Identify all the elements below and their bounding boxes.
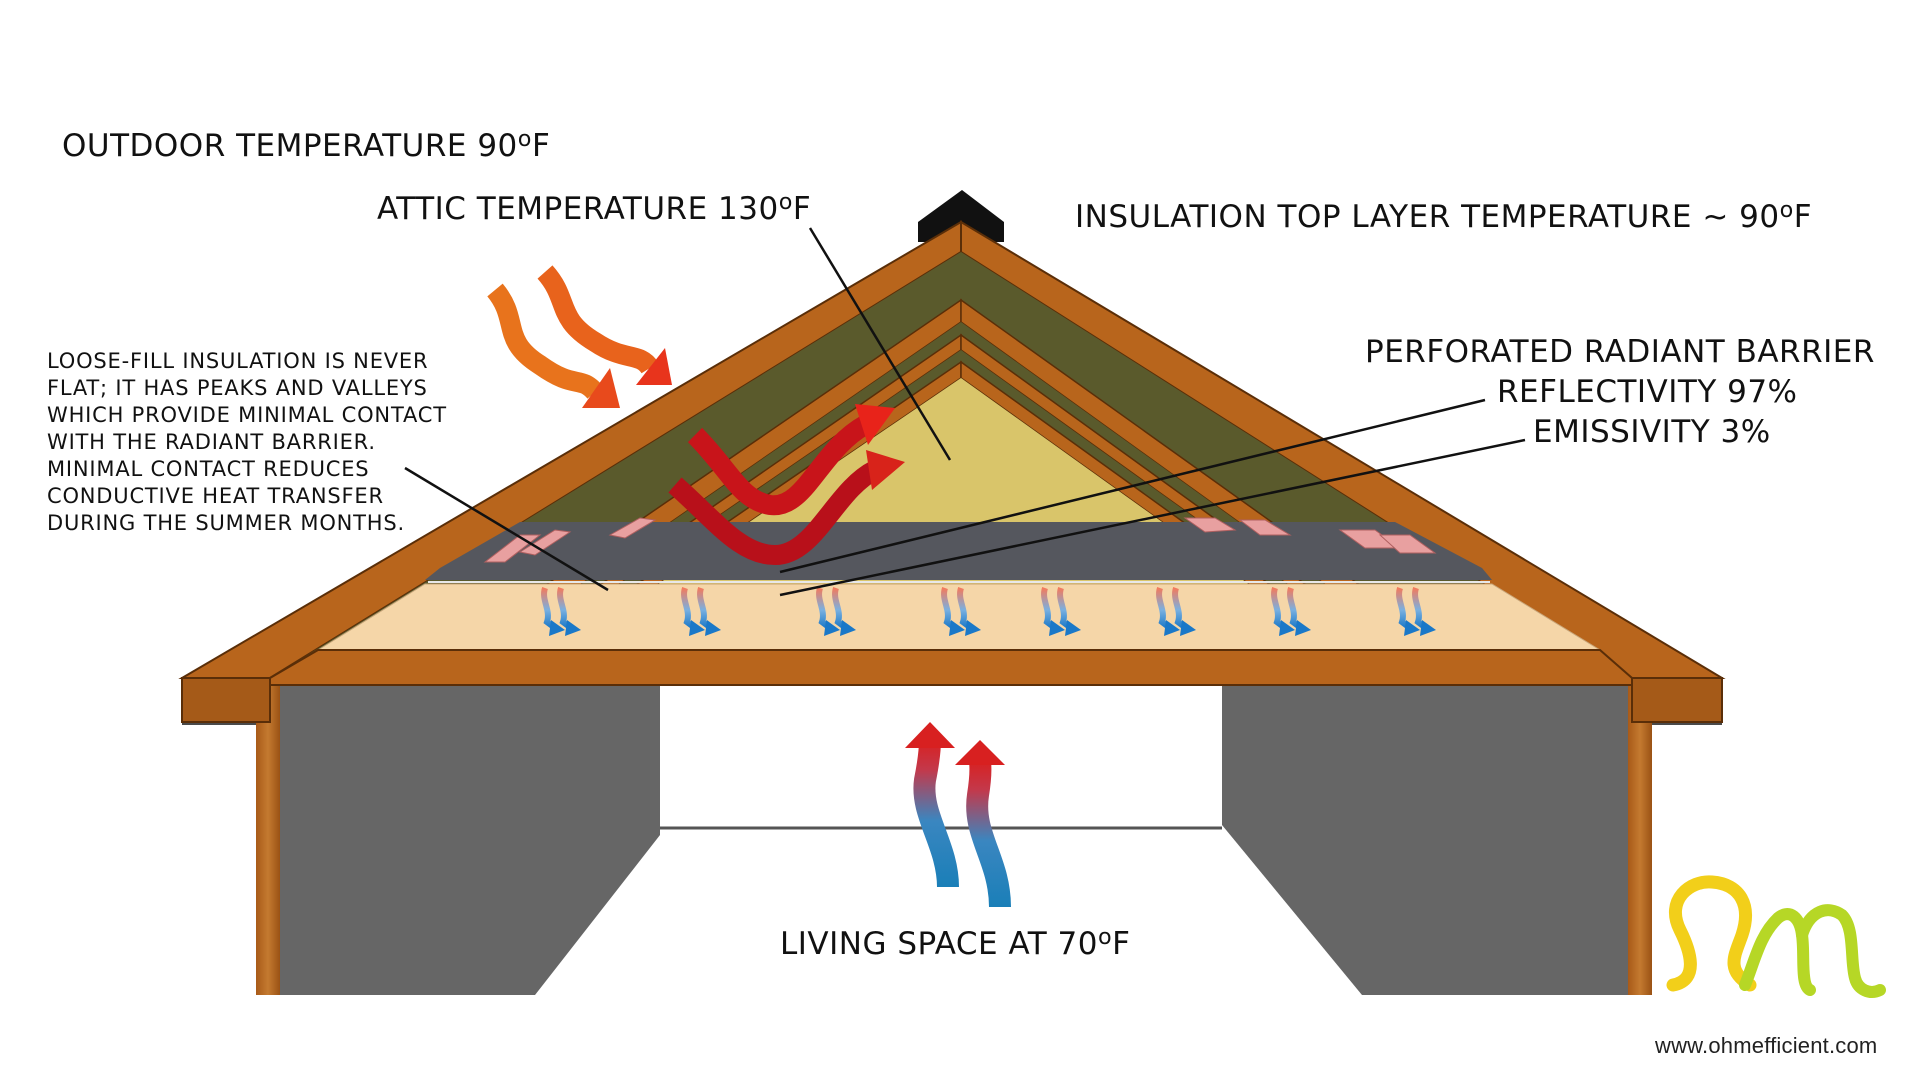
reflectivity-label: REFLECTIVITY 97% [1497, 374, 1798, 410]
leader-lines [404, 227, 1526, 597]
note-line: WHICH PROVIDE MINIMAL CONTACT [47, 403, 447, 427]
conduction-arrow [1396, 587, 1412, 631]
note-line: CONDUCTIVE HEAT TRANSFER [47, 484, 384, 508]
conduction-arrow-head [1180, 620, 1196, 636]
solar-heat-arrows [486, 265, 672, 408]
radiant-barrier-surface [440, 522, 1482, 568]
conduction-arrow [697, 587, 713, 631]
conduction-arrow-head [949, 620, 965, 636]
website-url[interactable]: www.ohmefficient.com [1655, 1033, 1878, 1058]
conduction-arrow [541, 587, 557, 631]
conduction-arrow-head [1404, 620, 1420, 636]
right-wall [1222, 678, 1632, 995]
right-wall-stud [1628, 678, 1652, 995]
conduction-arrow-head [965, 620, 981, 636]
attic-temperature-label: ATTIC TEMPERATURE 130oF [377, 188, 812, 227]
conduction-arrow-head [705, 620, 721, 636]
conduction-arrow-head [1049, 620, 1065, 636]
conduction-arrow-head [840, 620, 856, 636]
conduction-arrow-head [1065, 620, 1081, 636]
radiant-barrier-band [425, 568, 1492, 580]
note-line: MINIMAL CONTACT REDUCES [47, 457, 370, 481]
conduction-arrow [1041, 587, 1057, 631]
conduction-arrow [1172, 587, 1188, 631]
conduction-arrow-head [1279, 620, 1295, 636]
note-line: WITH THE RADIANT BARRIER. [47, 430, 376, 454]
conduction-arrow [957, 587, 973, 631]
conduction-arrow [1271, 587, 1287, 631]
living-space-label: LIVING SPACE AT 70oF [780, 923, 1131, 962]
radiant-barrier-title: PERFORATED RADIANT BARRIER [1365, 334, 1875, 370]
left-wall-stud [256, 678, 280, 995]
note-line: DURING THE SUMMER MONTHS. [47, 511, 405, 535]
note-line: FLAT; IT HAS PEAKS AND VALLEYS [47, 376, 428, 400]
conduction-arrow-head [1420, 620, 1436, 636]
conduction-arrow [832, 587, 848, 631]
ridge-vent [918, 190, 1004, 242]
conduction-arrow [1057, 587, 1073, 631]
conduction-arrow [941, 587, 957, 631]
ceiling-joist [269, 649, 1633, 686]
conduction-arrow [816, 587, 832, 631]
living-space-heat-arrows [905, 722, 1011, 908]
conduction-arrow [1412, 587, 1428, 631]
insulation-tufts [483, 517, 1437, 563]
conduction-arrow-head [1164, 620, 1180, 636]
radiant-heat-arrows [668, 404, 905, 566]
conduction-arrow-head [1295, 620, 1311, 636]
emissivity-label: EMISSIVITY 3% [1533, 414, 1771, 450]
insulation-top-temperature-label: INSULATION TOP LAYER TEMPERATURE ~ 90oF [1075, 196, 1813, 235]
conduction-arrow [681, 587, 697, 631]
insulation-note: LOOSE-FILL INSULATION IS NEVER FLAT; IT … [47, 348, 487, 537]
right-eave-fascia [1631, 677, 1723, 723]
conduction-arrow-head [824, 620, 840, 636]
conduction-arrow [1287, 587, 1303, 631]
note-line: LOOSE-FILL INSULATION IS NEVER [47, 349, 429, 373]
left-wall [275, 678, 660, 995]
conduction-arrow [557, 587, 573, 631]
conduction-arrow [1156, 587, 1172, 631]
ohm-efficient-logo [1666, 875, 1886, 998]
conduction-arrow-head [689, 620, 705, 636]
conduction-arrow-head [565, 620, 581, 636]
outdoor-temperature-label: OUTDOOR TEMPERATURE 90oF [62, 125, 551, 164]
conduction-arrow-head [549, 620, 565, 636]
conduction-arrows [541, 587, 1436, 636]
left-eave-fascia [181, 677, 271, 723]
